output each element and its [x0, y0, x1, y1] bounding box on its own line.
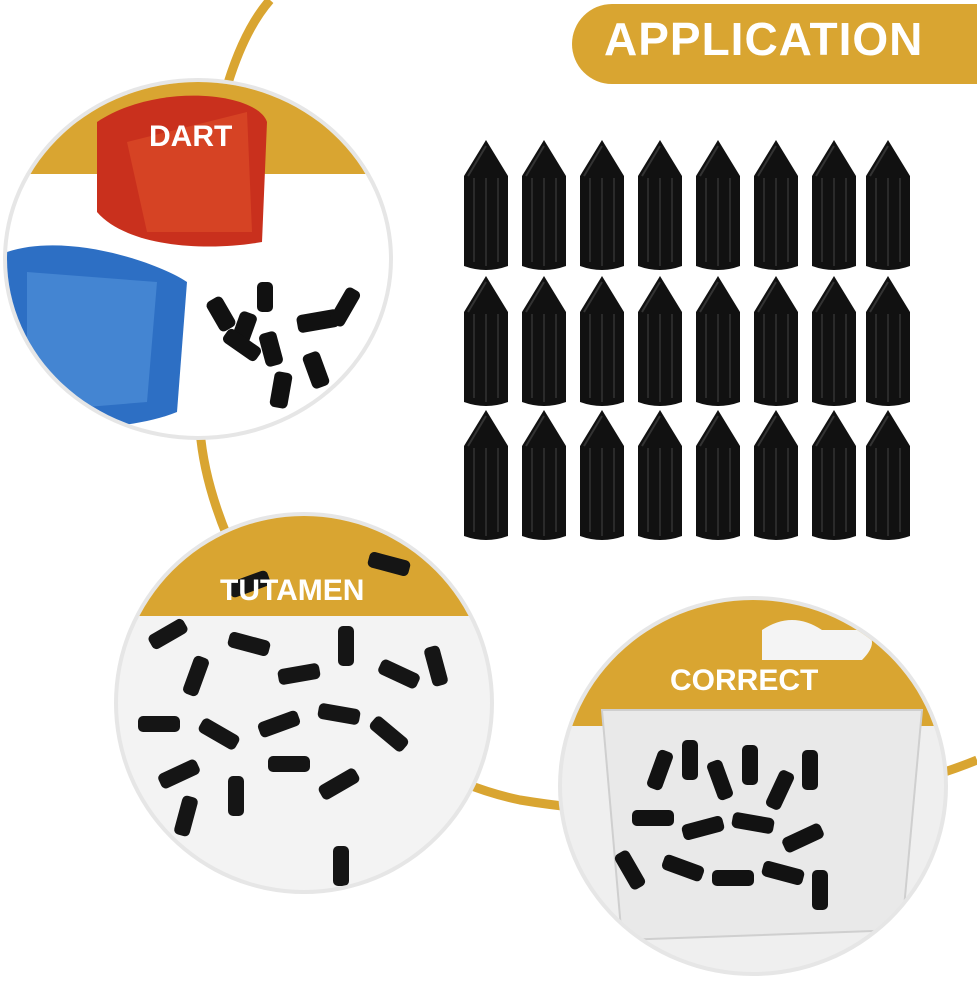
product-grid — [463, 139, 911, 541]
tip-row-1 — [463, 139, 911, 271]
tutamen-circle: TUTAMEN — [114, 512, 494, 894]
tip-row-2 — [463, 275, 911, 407]
dart-circle: DART — [3, 78, 393, 440]
page-title: APPLICATION — [604, 13, 924, 65]
title-banner — [572, 4, 977, 84]
correct-circle: CORRECT — [558, 596, 948, 976]
dart-label: DART — [149, 120, 233, 153]
bagged-tips-photo — [600, 620, 924, 942]
correct-label: CORRECT — [670, 664, 819, 697]
scattered-tips-photo — [138, 551, 448, 886]
correct-band — [562, 600, 944, 726]
dart-flights-photo — [7, 95, 361, 427]
tip-row-3 — [463, 409, 911, 541]
tutamen-band — [118, 516, 490, 616]
tutamen-label: TUTAMEN — [220, 574, 365, 607]
